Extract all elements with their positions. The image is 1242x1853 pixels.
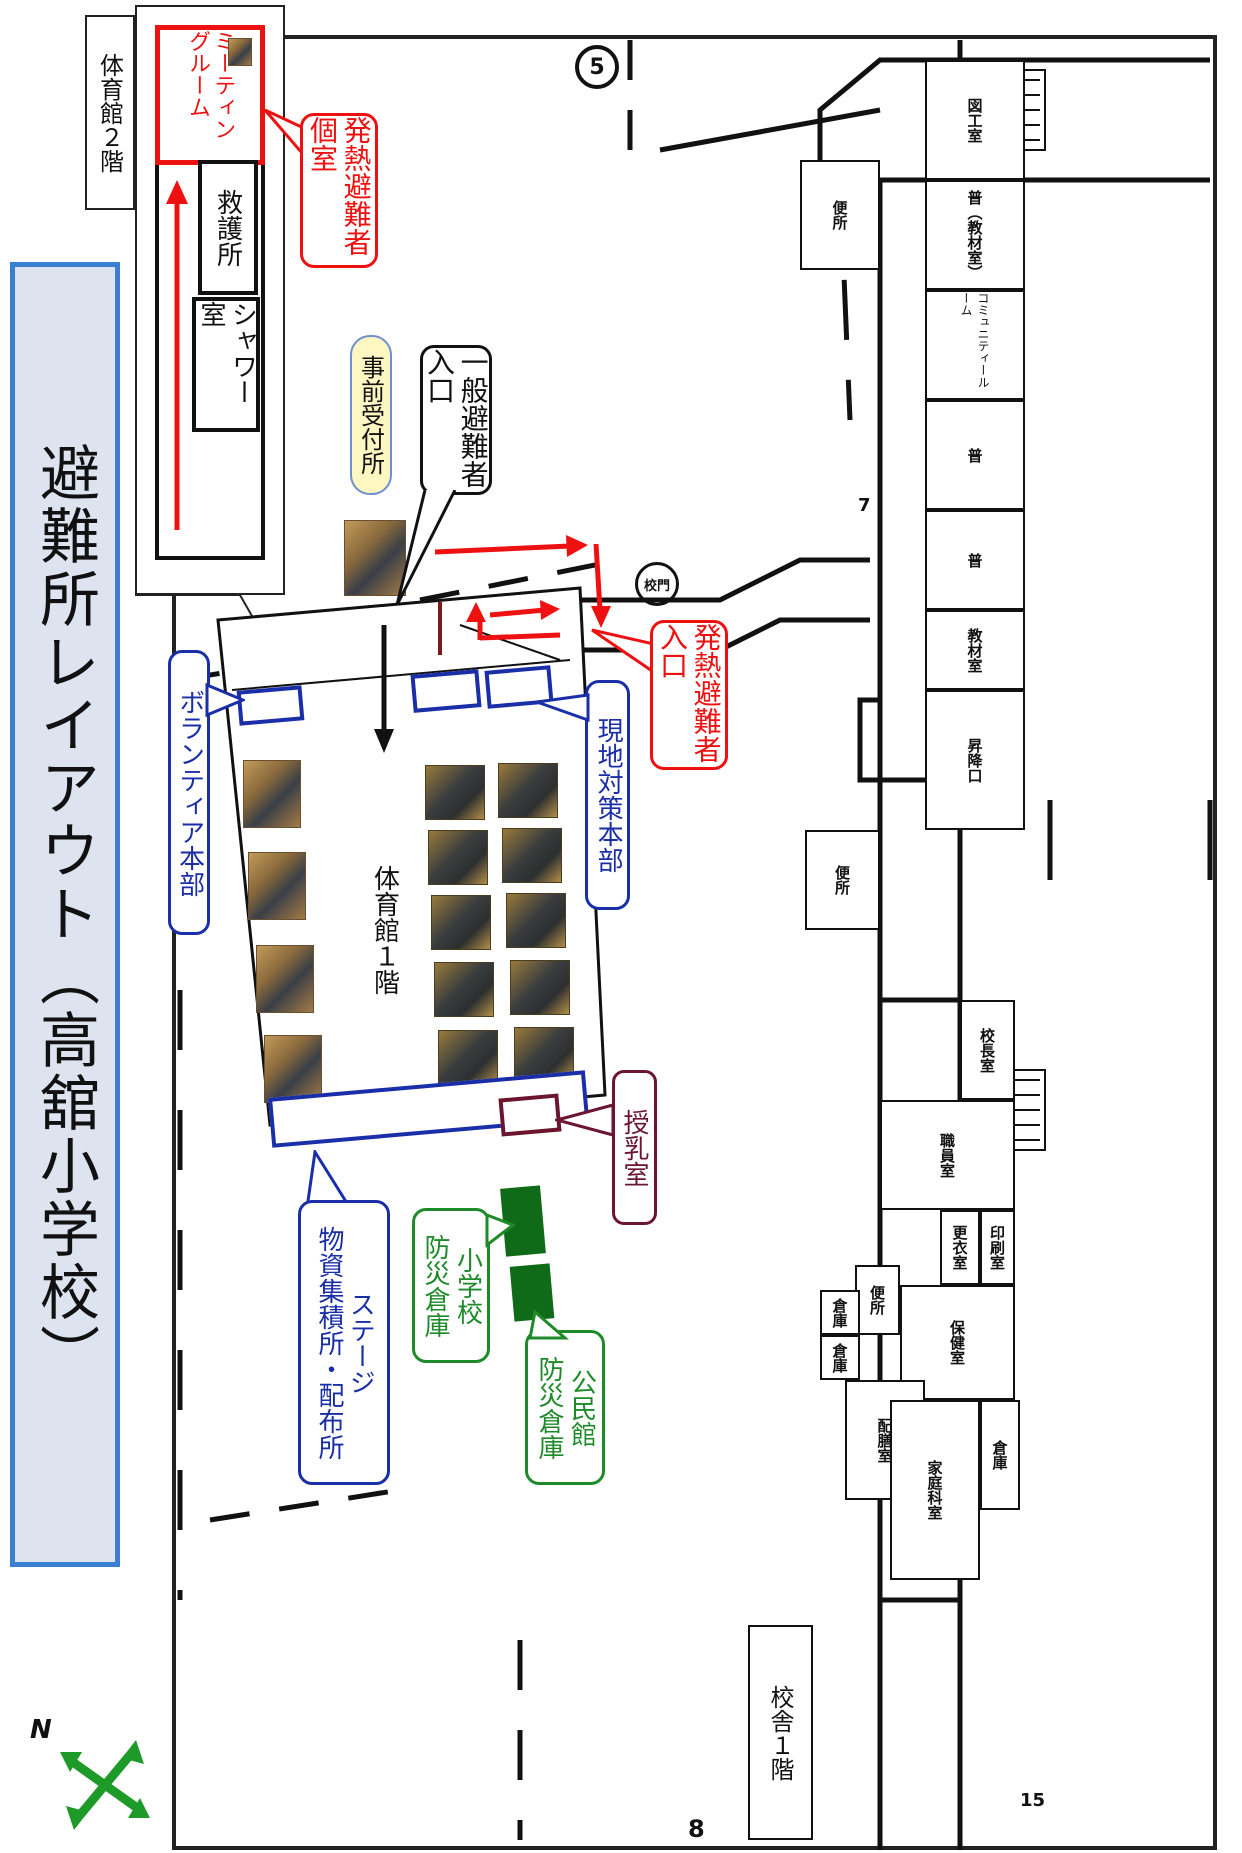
onsite-hq-callout: 現地対策本部 (585, 680, 630, 910)
gym-photo-3 (256, 945, 314, 1013)
room-storage-1: 倉庫 (820, 1290, 860, 1335)
room-stair: 昇降口 (925, 690, 1025, 830)
volunteer-hq-box[interactable] (236, 685, 305, 726)
school-floor1-label: 校舎１階 (748, 1625, 813, 1840)
nursing-room-callout: 授乳室 (612, 1070, 657, 1225)
plan-mark-15: 15 (1020, 1790, 1046, 1811)
gym-photo-6 (498, 763, 558, 818)
gym-floor2-label: 体育館２階 (85, 15, 135, 210)
onsite-hq-box-1[interactable] (410, 669, 482, 713)
plan-mark-8: 8 (688, 1815, 705, 1843)
community-storage-pointer (528, 1310, 570, 1340)
room-health: 保健室 (900, 1285, 1015, 1400)
gym-photo-2 (248, 852, 306, 920)
volunteer-hq-pointer (205, 682, 245, 718)
reception-photo (344, 520, 406, 596)
circle-mark-5: 5 (575, 45, 619, 89)
fever-entrance-callout: 発熱避難者入口 (650, 620, 728, 770)
room-teaching-materials-2: 教材室 (925, 610, 1025, 690)
room-regular-1: 普 (925, 400, 1025, 510)
gym-photo-7 (428, 830, 488, 885)
community-storage-line2: 防災倉庫 (534, 1355, 564, 1460)
room-regular-2: 普 (925, 510, 1025, 610)
plan-mark-7: 7 (858, 495, 871, 516)
gym-photo-8 (502, 828, 562, 883)
gym-photo-11 (434, 962, 494, 1017)
room-printing: 印刷室 (980, 1210, 1015, 1285)
school-storage-line2: 防災倉庫 (420, 1233, 450, 1338)
room-storage-3: 倉庫 (980, 1400, 1020, 1510)
gym-photo-10 (506, 893, 566, 948)
stage-callout: ステージ 物資集積所・配布所 (298, 1200, 390, 1485)
gate-mark-text: 校門 (643, 578, 670, 594)
room-principal: 校長室 (960, 1000, 1015, 1100)
school-storage-pointer (485, 1212, 515, 1249)
room-toilet-2: 便所 (805, 830, 880, 930)
school-storage-line1: 小学校 (452, 1246, 483, 1325)
room-community: コミュニティールーム (925, 290, 1025, 400)
entry-arrow (374, 625, 394, 753)
gym-photo-1 (243, 760, 301, 828)
room-home-ec: 家庭科室 (890, 1400, 980, 1580)
gym-photo-5 (425, 765, 485, 820)
room-toilet-1: 便所 (800, 160, 880, 270)
gate-mark: 校門 (635, 562, 679, 606)
room-arts: 図工室 (925, 60, 1025, 180)
title-banner: 避難所レイアウト（高舘小学校） (10, 262, 120, 1567)
fever-private-room-callout: 発熱避難者個室 (300, 113, 378, 268)
gym-photo-12 (510, 960, 570, 1015)
floor-plan-frame (172, 35, 1217, 1850)
pre-reception-callout: 事前受付所 (350, 335, 392, 495)
room-changing: 更衣室 (940, 1210, 980, 1285)
general-entrance-pointer (395, 490, 457, 606)
circle-mark-5-text: 5 (589, 54, 605, 80)
aid-station: 救護所 (198, 160, 258, 295)
room-toilet-3: 便所 (855, 1265, 900, 1335)
room-teaching-materials-1: 普（教材室） (925, 180, 1025, 290)
community-storage-line1: 公民館 (566, 1368, 597, 1447)
stage-sub-label: 物資集積所・配布所 (314, 1225, 344, 1460)
community-storage-callout: 公民館 防災倉庫 (525, 1330, 605, 1485)
gym-photo-9 (431, 895, 491, 950)
fever-route-arrows (434, 535, 611, 641)
floor2-route-arrow (166, 180, 188, 530)
gym-photo-4 (264, 1035, 322, 1103)
gym-photo-13 (438, 1030, 498, 1085)
room-storage-2: 倉庫 (820, 1335, 860, 1380)
compass-icon (60, 1740, 150, 1830)
north-label: N (30, 1715, 52, 1745)
volunteer-hq-callout: ボランティア本部 (168, 650, 210, 935)
page-title: 避難所レイアウト（高舘小学校） (29, 442, 100, 1387)
shower-room: シャワー室 (192, 297, 260, 432)
general-entrance-callout: 一般避難者入口 (420, 345, 492, 495)
school-storage-callout: 小学校 防災倉庫 (412, 1208, 490, 1363)
meeting-room-photo (228, 38, 252, 66)
nursing-room-pointer (555, 1103, 615, 1137)
stage-label: ステージ (345, 1290, 376, 1395)
gym-floor1-label: 体育館１階 (369, 865, 400, 995)
north-indicator: N (20, 1715, 150, 1840)
nursing-room-box[interactable] (498, 1093, 562, 1137)
room-staff: 職員室 (880, 1100, 1015, 1210)
onsite-hq-pointer (536, 693, 590, 723)
